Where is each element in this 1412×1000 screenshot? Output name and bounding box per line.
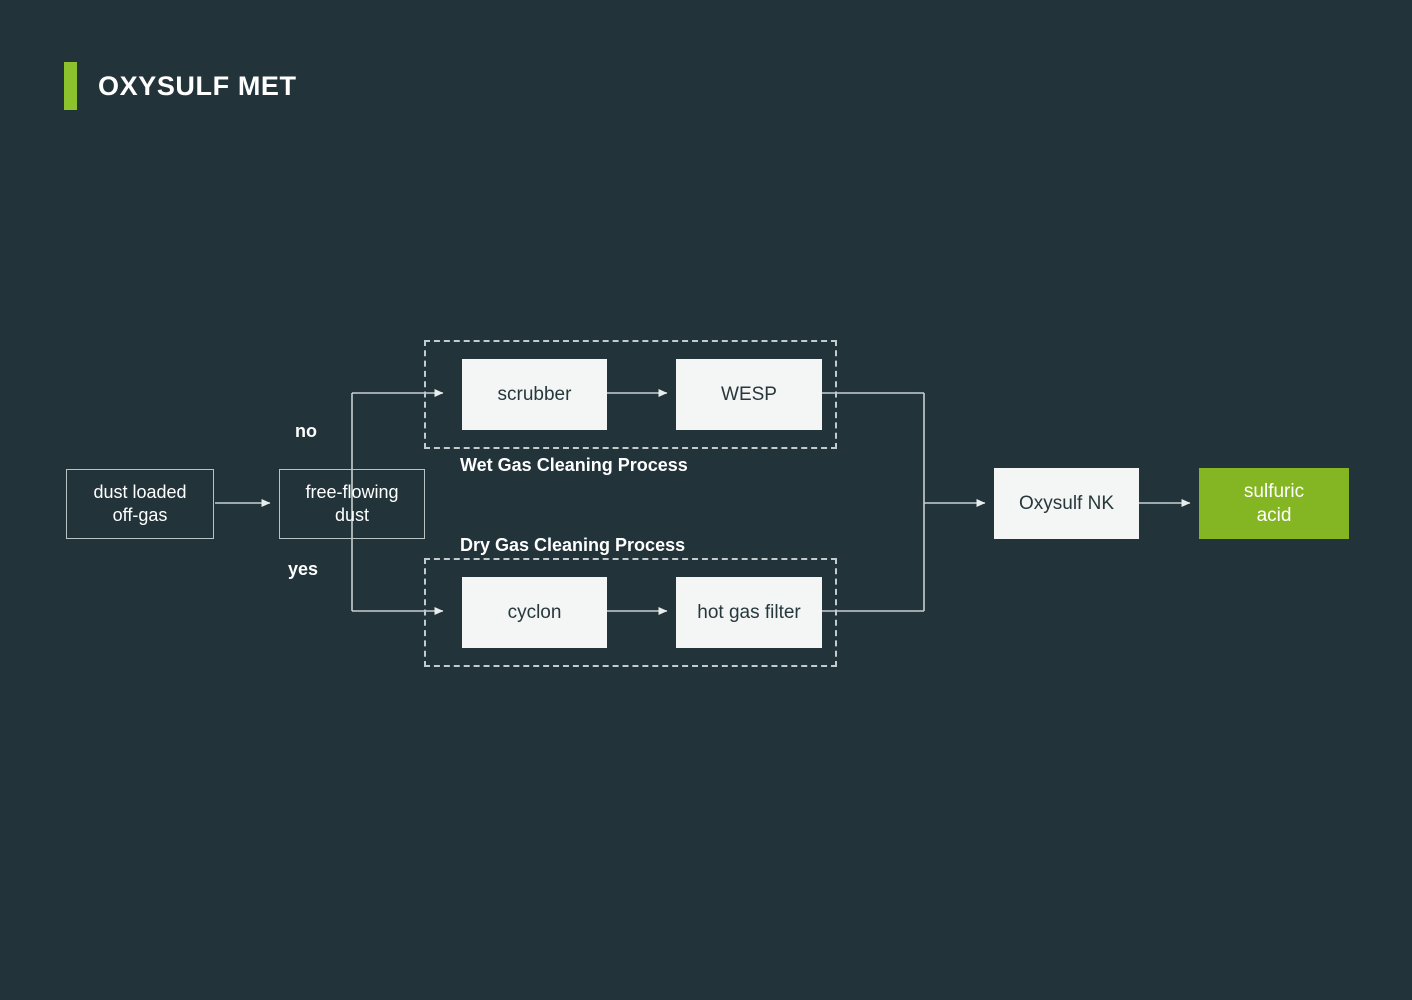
node-dust-loaded-off-gas[interactable]: dust loaded off-gas bbox=[66, 469, 214, 539]
node-dust-loaded-off-gas-text: dust loaded off-gas bbox=[93, 481, 186, 526]
node-free-flowing-dust-text: free-flowing dust bbox=[305, 481, 398, 526]
node-free-flowing-dust[interactable]: free-flowing dust bbox=[279, 469, 425, 539]
node-text-line1: dust loaded bbox=[93, 482, 187, 503]
node-oxysulf-nk[interactable]: Oxysulf NK bbox=[994, 468, 1139, 539]
branch-label-no: no bbox=[295, 421, 317, 441]
branch-label-yes: yes bbox=[288, 559, 319, 579]
node-scrubber[interactable]: scrubber bbox=[462, 359, 607, 430]
node-text-line2: dust bbox=[334, 505, 369, 525]
node-scrubber-label: scrubber bbox=[497, 383, 572, 405]
node-sulfuric-acid[interactable]: sulfuric acid bbox=[1199, 468, 1349, 539]
node-text-line2: off-gas bbox=[112, 505, 168, 525]
group-dry-gas-cleaning-process bbox=[424, 558, 837, 667]
node-text-line1: free-flowing bbox=[305, 482, 399, 503]
node-text-line1: sulfuric bbox=[1243, 480, 1305, 502]
node-text-line2: acid bbox=[1256, 504, 1292, 526]
group-label-dry-gas: Dry Gas Cleaning Process bbox=[460, 535, 686, 555]
node-cyclon[interactable]: cyclon bbox=[462, 577, 607, 648]
accent-bar-icon bbox=[64, 62, 77, 110]
node-wesp[interactable]: WESP bbox=[676, 359, 822, 430]
page-header: OXYSULF MET bbox=[64, 62, 297, 110]
page-title: OXYSULF MET bbox=[98, 70, 297, 101]
group-wet-gas-cleaning-process bbox=[424, 340, 837, 449]
node-wesp-label: WESP bbox=[721, 383, 777, 405]
node-oxysulf-nk-label: Oxysulf NK bbox=[1018, 492, 1115, 514]
node-sulfuric-acid-text: sulfuric acid bbox=[1244, 480, 1304, 528]
node-hot-gas-filter[interactable]: hot gas filter bbox=[676, 577, 822, 648]
node-hot-gas-filter-label: hot gas filter bbox=[697, 601, 801, 623]
group-label-wet-gas: Wet Gas Cleaning Process bbox=[460, 455, 688, 475]
node-cyclon-label: cyclon bbox=[507, 601, 562, 623]
